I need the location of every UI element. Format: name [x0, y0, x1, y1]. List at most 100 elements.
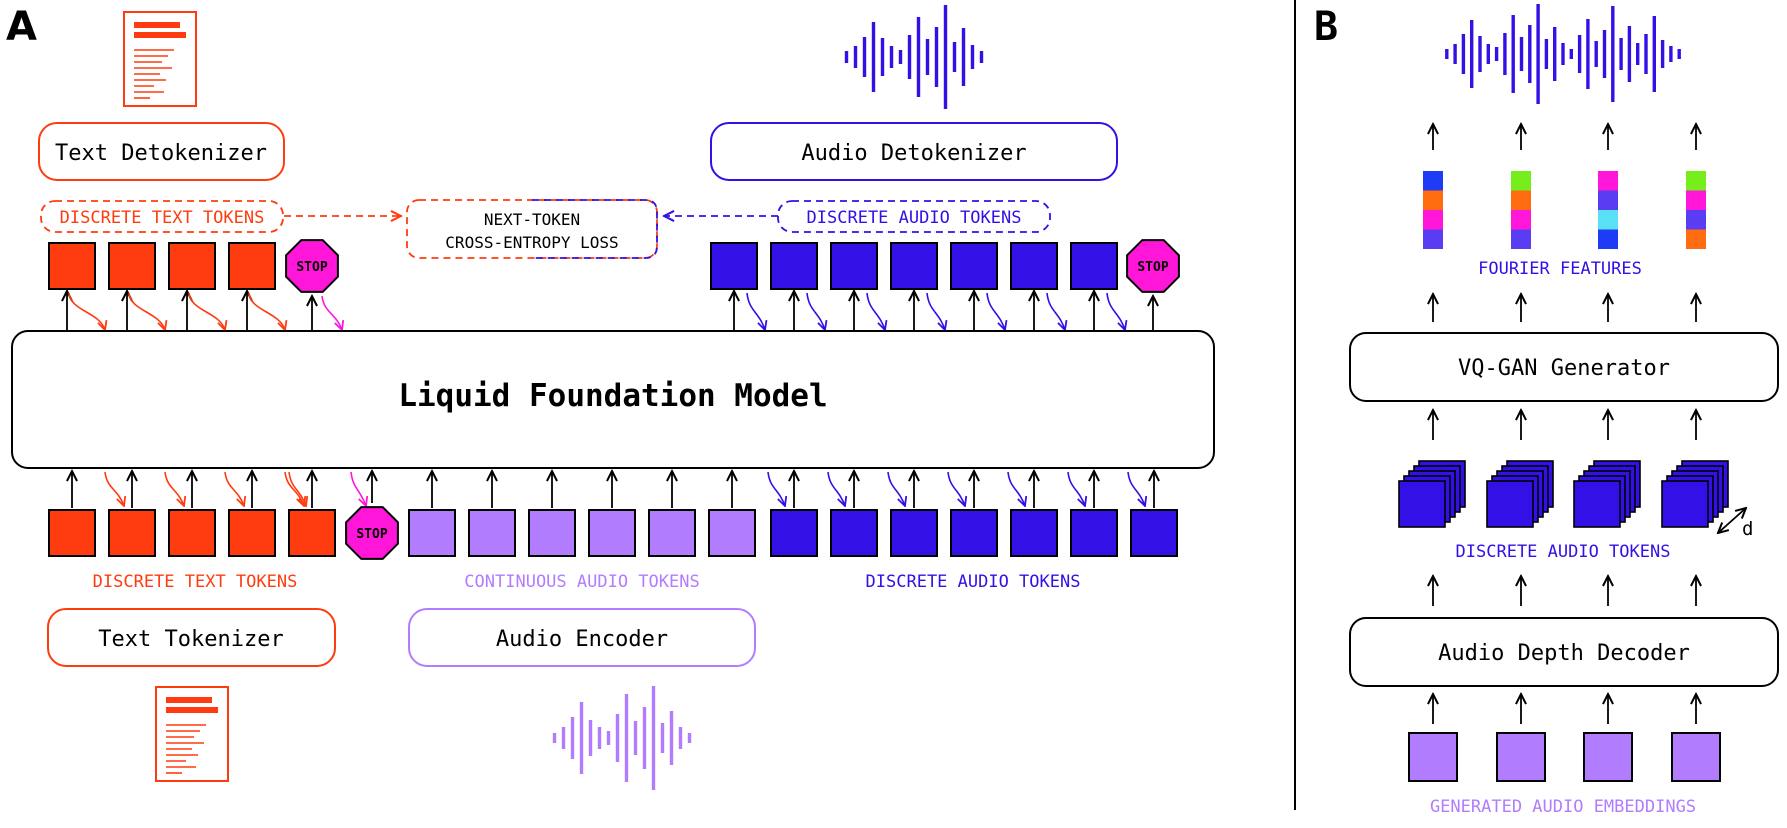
document-icon: [155, 686, 229, 782]
depth-indicator: d: [1718, 508, 1753, 540]
discrete-audio-token-stack: [1661, 460, 1729, 528]
fourier-feature-cell: [1511, 229, 1531, 249]
audio-encoder: Audio Encoder: [408, 608, 756, 667]
panel-b-discrete-audio-tokens-label: DISCRETE AUDIO TOKENS: [1456, 542, 1671, 562]
generated-audio-embeddings-label: GENERATED AUDIO EMBEDDINGS: [1430, 797, 1696, 817]
audio-encoder-label: Audio Encoder: [496, 627, 668, 652]
fourier-feature-cell: [1598, 190, 1618, 210]
audio-detokenizer: Audio Detokenizer: [710, 122, 1118, 181]
fourier-feature-cell: [1686, 210, 1706, 230]
feedback-arrow: [284, 471, 304, 506]
fourier-feature-cell: [1423, 171, 1443, 191]
discrete-audio-token: [950, 242, 998, 290]
discrete-audio-token-stack: [1486, 460, 1554, 528]
fourier-feature-cell: [1598, 171, 1618, 191]
generated-audio-embedding: [1496, 732, 1546, 782]
fourier-feature-column: [1598, 171, 1618, 249]
continuous-audio-token: [708, 509, 756, 557]
fourier-feature-column: [1686, 171, 1706, 249]
waveform-icon: [552, 686, 692, 790]
stop-sign-icon: STOP: [285, 239, 339, 293]
fourier-feature-cell: [1686, 229, 1706, 249]
text-detokenizer-label: Text Detokenizer: [55, 141, 267, 166]
generated-audio-embeddings: [1408, 732, 1721, 782]
audio-depth-decoder: Audio Depth Decoder: [1349, 617, 1779, 687]
panel-b-arrows: [1433, 124, 1696, 724]
fourier-feature-cell: [1511, 210, 1531, 230]
discrete-text-token: [288, 509, 336, 557]
stop-label: STOP: [1137, 260, 1168, 275]
waveform-icon: [844, 5, 984, 109]
vqgan-generator: VQ-GAN Generator: [1349, 332, 1779, 402]
stop-label: STOP: [356, 527, 387, 542]
discrete-audio-token: [1010, 509, 1058, 557]
feedback-arrow: [806, 292, 825, 330]
fourier-feature-column: [1423, 171, 1443, 249]
discrete-text-token: [48, 242, 96, 290]
feedback-arrow: [1007, 471, 1025, 506]
model-title: Liquid Foundation Model: [398, 378, 827, 414]
fourier-feature-column: [1511, 171, 1531, 249]
feedback-arrow: [1046, 292, 1065, 330]
feedback-arrow: [350, 471, 366, 506]
feedback-arrow: [1106, 292, 1125, 330]
discrete-audio-token: [1070, 242, 1118, 290]
feedback-arrow: [767, 471, 785, 506]
fourier-feature-cell: [1686, 190, 1706, 210]
discrete-audio-token: [710, 242, 758, 290]
audio-depth-decoder-label: Audio Depth Decoder: [1438, 641, 1690, 666]
feedback-arrow: [947, 471, 965, 506]
discrete-audio-token: [1010, 242, 1058, 290]
discrete-text-token: [228, 509, 276, 557]
top-discrete-text-tokens-pill: DISCRETE TEXT TOKENS: [40, 200, 284, 233]
discrete-text-token: [108, 242, 156, 290]
discrete-text-token: [168, 509, 216, 557]
continuous-audio-token: [528, 509, 576, 557]
discrete-text-token: [48, 509, 96, 557]
feedback-arrow: [104, 471, 124, 506]
document-icon: [123, 11, 197, 107]
feedback-arrow: [128, 292, 165, 330]
feedback-arrow: [926, 292, 945, 330]
fourier-feature-cell: [1423, 210, 1443, 230]
fourier-feature-cell: [1511, 190, 1531, 210]
loss-line-1: NEXT-TOKEN: [484, 210, 580, 229]
fourier-features-columns: [1423, 171, 1706, 249]
top-discrete-audio-tokens-pill: DISCRETE AUDIO TOKENS: [777, 200, 1051, 233]
generated-audio-embedding: [1408, 732, 1458, 782]
feedback-arrow: [321, 295, 342, 330]
panel-a: Text Detokenizer Audio Detokenizer DISCR…: [11, 5, 1215, 790]
discrete-audio-token: [770, 509, 818, 557]
top-discrete-audio-tokens-label: DISCRETE AUDIO TOKENS: [807, 208, 1022, 228]
bottom-discrete-audio-tokens-label: DISCRETE AUDIO TOKENS: [866, 572, 1081, 592]
text-tokenizer: Text Tokenizer: [47, 608, 336, 667]
feedback-arrow: [164, 471, 184, 506]
audio-detokenizer-label: Audio Detokenizer: [801, 141, 1026, 166]
bottom-discrete-text-tokens-label: DISCRETE TEXT TOKENS: [93, 572, 298, 592]
discrete-text-token: [168, 242, 216, 290]
discrete-audio-token: [890, 242, 938, 290]
fourier-feature-cell: [1598, 210, 1618, 230]
fourier-feature-cell: [1423, 229, 1443, 249]
feedback-arrow: [1067, 471, 1085, 506]
discrete-audio-token: [830, 242, 878, 290]
panel-b-label: B: [1314, 4, 1338, 50]
discrete-audio-token-stack: [1398, 460, 1466, 528]
fourier-feature-cell: [1511, 171, 1531, 191]
continuous-audio-token: [588, 509, 636, 557]
feedback-arrow: [248, 292, 285, 330]
loss-line-2: CROSS-ENTROPY LOSS: [445, 233, 618, 252]
discrete-audio-token: [1070, 509, 1118, 557]
panel-a-label: A: [6, 4, 37, 50]
discrete-audio-token: [890, 509, 938, 557]
discrete-text-token: [228, 242, 276, 290]
discrete-audio-token: [770, 242, 818, 290]
feedback-arrow: [986, 292, 1005, 330]
text-detokenizer: Text Detokenizer: [38, 122, 285, 181]
panel-b: FOURIER FEATURES VQ-GAN Generator DISCRE…: [1349, 4, 1779, 817]
continuous-audio-token: [408, 509, 456, 557]
text-tokenizer-label: Text Tokenizer: [98, 627, 283, 652]
feedback-arrow: [188, 292, 225, 330]
generated-audio-embedding: [1671, 732, 1721, 782]
